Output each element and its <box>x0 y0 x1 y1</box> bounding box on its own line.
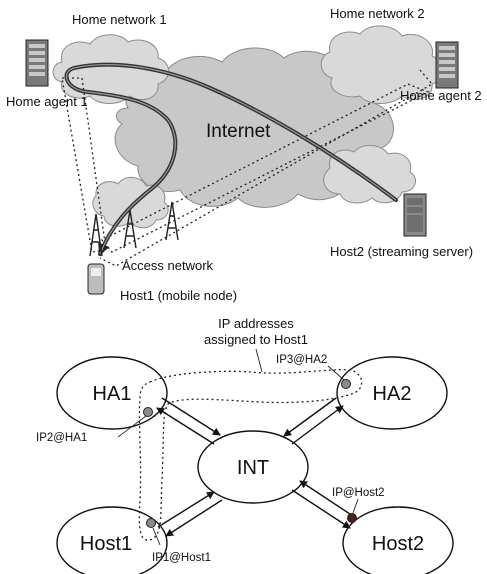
ip3-leader <box>327 365 345 381</box>
host1-node <box>56 506 168 574</box>
ip1-address-dot <box>146 518 156 528</box>
host1-address-boundary <box>138 369 363 541</box>
host2-label: Host2 (streaming server) <box>330 244 473 259</box>
tunnel-ha1-left <box>61 77 107 253</box>
host1-node-label: Host1 <box>80 533 132 555</box>
arrow-host1-to-int <box>157 491 215 528</box>
int-label: INT <box>237 457 269 479</box>
arrow-int-to-host2 <box>291 489 351 529</box>
ip3-address-dot <box>341 379 351 389</box>
ip1-leader <box>152 527 161 546</box>
home-agent-1-label: Home agent 1 <box>6 94 88 109</box>
mobile-phone-icon <box>87 263 105 295</box>
ip2-label: IP2@HA1 <box>36 432 87 444</box>
host2-address-label: IP@Host2 <box>332 487 385 499</box>
ip2-address-dot <box>143 407 153 417</box>
arrow-host2-to-int <box>299 480 357 519</box>
tunnel-ha2-to-access <box>100 83 430 253</box>
host2-node <box>342 506 454 574</box>
ha2-label: HA2 <box>373 383 412 405</box>
access-network-label: Access network <box>122 258 214 273</box>
host2-node-label: Host2 <box>372 533 424 555</box>
ha1-label: HA1 <box>93 383 132 405</box>
home-network-2-label: Home network 2 <box>330 6 425 21</box>
home-agent-1-icon <box>25 39 49 87</box>
home-network-2-cloud <box>320 25 443 104</box>
arrow-int-to-ha1 <box>156 407 215 445</box>
internet-label: Internet <box>206 121 271 142</box>
arrow-int-to-ha2 <box>291 405 344 445</box>
ip-note-line2: assigned to Host1 <box>204 332 308 347</box>
host2-cloud <box>323 145 417 204</box>
home-agent-2-label: Home agent 2 <box>400 88 482 103</box>
ip1-label: IP1@Host1 <box>152 552 211 564</box>
arrow-ha2-to-int <box>283 397 337 437</box>
home-network-1-label: Home network 1 <box>72 12 167 27</box>
server-icon <box>403 193 427 237</box>
antenna-tower-icon <box>89 201 179 257</box>
host1-label: Host1 (mobile node) <box>120 288 237 303</box>
int-node <box>197 430 309 504</box>
arrow-int-to-host1 <box>165 499 223 537</box>
host2-address-leader <box>352 498 359 514</box>
ip-note-leader <box>255 348 263 373</box>
ip2-leader <box>117 415 147 438</box>
ha2-node <box>336 356 448 430</box>
home-agent-2-icon <box>435 41 459 89</box>
arrow-ha1-to-int <box>161 397 221 436</box>
tunnel-ha2-lower <box>99 69 434 267</box>
ip-note-line1: IP addresses <box>218 316 294 331</box>
top-network-diagram: Home network 1 Home network 2 Home agent… <box>6 6 482 303</box>
data-route-inner <box>65 64 397 255</box>
bottom-topology-diagram: HA1 HA2 INT Host1 Host2 IP2@HA1 IP3@HA2 … <box>36 316 454 574</box>
ip3-label: IP3@HA2 <box>276 354 327 366</box>
host2-address-dot <box>347 513 357 523</box>
